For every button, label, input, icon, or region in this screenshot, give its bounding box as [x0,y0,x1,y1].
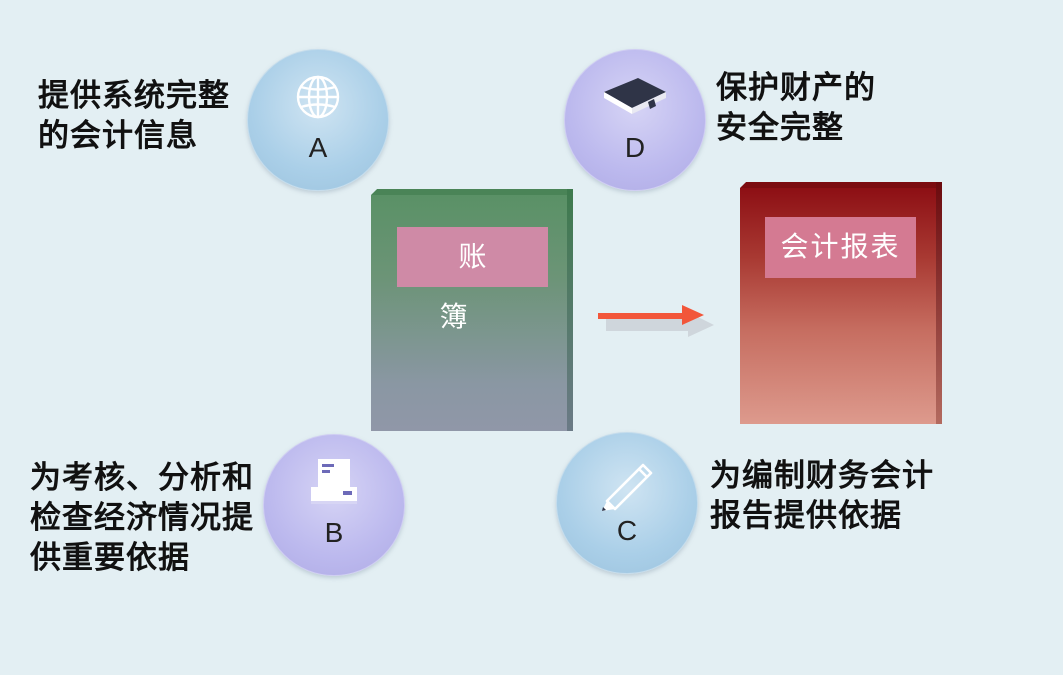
book-icon [602,76,668,120]
report-book-spine [936,182,942,424]
purpose-text-a: 提供系统完整 的会计信息 [38,78,230,154]
circle-c: C [556,432,698,574]
circle-letter: B [324,517,344,548]
circle-d: D [564,49,706,191]
pen-icon [597,457,657,515]
printer-icon [307,457,361,511]
globe-icon [295,74,341,124]
purpose-text-b: 为考核、分析和 检查经济情况提 供重要依据 [30,460,254,576]
ledger-book-label: 账簿 [397,227,548,333]
circle-letter: C [616,515,638,546]
circle-b: B [263,434,405,576]
purpose-text-d: 保护财产的 安全完整 [716,70,876,146]
ledger-book-top [371,189,573,195]
circle-letter: A [308,132,328,163]
ledger-book-spine [567,189,573,431]
report-book-label: 会计报表 [765,217,916,278]
circle-a: A [247,49,389,191]
circle-letter: D [624,132,646,163]
purpose-text-c: 为编制财务会计 报告提供依据 [710,458,934,534]
arrow-icon [598,305,714,337]
report-book-top [740,182,942,188]
